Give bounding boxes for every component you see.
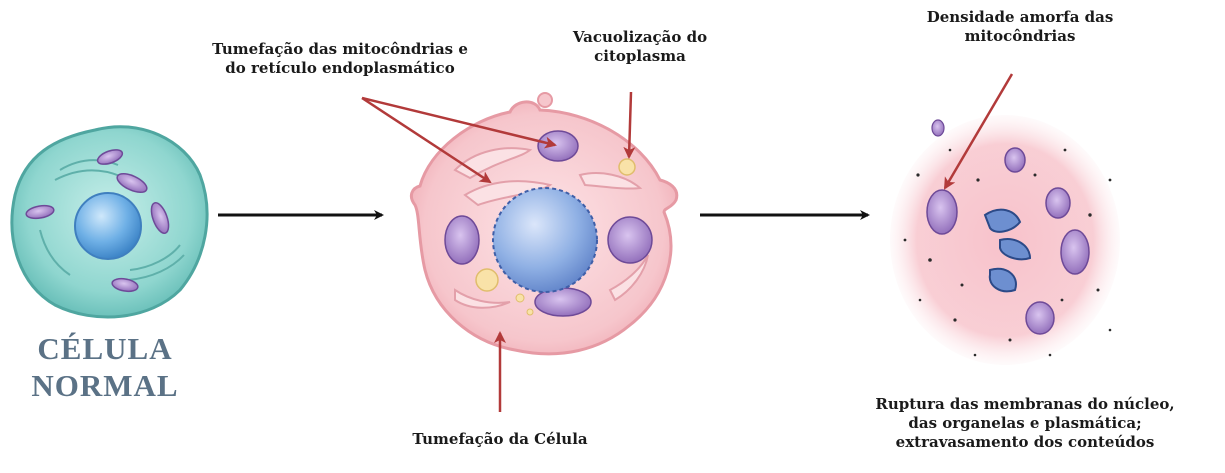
swollen-mito-2 (445, 216, 479, 264)
label-rupture: Ruptura das membranas do núcleo, das org… (830, 395, 1220, 451)
swollen-mito-4 (535, 288, 591, 316)
label-normal-cell: CÉLULA NORMAL (10, 330, 200, 404)
label-vacuolization-line2: citoplasma (540, 47, 740, 66)
normal-cell (12, 127, 207, 317)
label-mito-er-line2: do retículo endoplasmático (155, 59, 525, 78)
normal-cell-nucleus (75, 193, 141, 259)
label-amorphous-line1: Densidade amorfa das (860, 8, 1180, 27)
vacuole-2 (476, 269, 498, 291)
vacuole-3 (516, 294, 524, 302)
membrane-bleb (538, 93, 552, 107)
label-rupture-line3: extravasamento dos conteúdos (830, 433, 1220, 452)
label-vacuolization: Vacuolização do citoplasma (540, 28, 740, 66)
label-cell-swelling-text: Tumefação da Célula (370, 430, 630, 449)
swollen-cell (411, 93, 676, 354)
necrotic-cell (890, 115, 1120, 365)
label-amorphous-density: Densidade amorfa das mitocôndrias (860, 8, 1180, 46)
label-cell-swelling: Tumefação da Célula (370, 430, 630, 449)
label-mito-er-swelling: Tumefação das mitocôndrias e do retículo… (155, 40, 525, 78)
label-normal-line1: CÉLULA (10, 330, 200, 367)
label-rupture-line1: Ruptura das membranas do núcleo, (830, 395, 1220, 414)
label-amorphous-line2: mitocôndrias (860, 27, 1180, 46)
swollen-cell-nucleus (493, 188, 597, 292)
label-mito-er-line1: Tumefação das mitocôndrias e (155, 40, 525, 59)
label-rupture-line2: das organelas e plasmática; (830, 414, 1220, 433)
swollen-mito-3 (608, 217, 652, 263)
label-normal-line2: NORMAL (10, 367, 200, 404)
vacuole-4 (527, 309, 533, 315)
label-vacuolization-line1: Vacuolização do (540, 28, 740, 47)
vacuole-1 (619, 159, 635, 175)
swollen-mito-1 (538, 131, 578, 161)
